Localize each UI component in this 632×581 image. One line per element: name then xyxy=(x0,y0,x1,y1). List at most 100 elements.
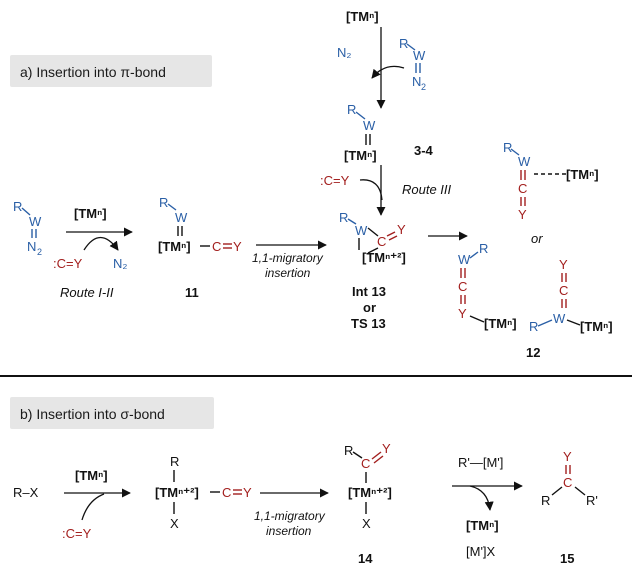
route-i-ii-label: Route I-II xyxy=(60,285,114,300)
c11-c: C xyxy=(212,239,221,254)
b-int-c: C xyxy=(222,485,231,500)
c15-cr-bond xyxy=(574,486,586,496)
left-diazo-n: N xyxy=(27,239,36,254)
route-iii-cy: :C=Y xyxy=(320,173,350,188)
b-step1-tm: [TMⁿ] xyxy=(75,468,108,483)
route-i-n2: N₂ xyxy=(113,256,127,271)
top-n2: N₂ xyxy=(337,45,351,60)
b-tm-release-curve xyxy=(469,485,494,511)
p12c-c: C xyxy=(559,283,568,298)
p12b-y-tm-bond xyxy=(469,315,485,323)
p12a-r: R xyxy=(503,140,512,155)
rx-label: R–X xyxy=(13,485,39,500)
panel-b-header-box xyxy=(10,397,214,429)
p12c-w-tm-bond xyxy=(566,319,581,326)
p12c-rw-bond xyxy=(537,319,553,327)
int13-c-tm-bond xyxy=(367,247,379,254)
left-diazo-rw-bond xyxy=(21,207,31,216)
int13-tm: [TMⁿ⁺²] xyxy=(362,250,406,265)
c11-y: Y xyxy=(233,239,242,254)
p12a-y: Y xyxy=(518,207,527,222)
c11-r: R xyxy=(159,195,168,210)
b-cy: :C=Y xyxy=(62,526,92,541)
n2-release-curve xyxy=(371,65,405,79)
label-14: 14 xyxy=(358,551,373,566)
int13-r: R xyxy=(339,210,348,225)
b-reagent: R'—[M'] xyxy=(458,455,503,470)
carbene34-rw-bond xyxy=(355,111,366,120)
b-int-x: X xyxy=(170,516,179,531)
c11-tm: [TMⁿ] xyxy=(158,239,191,254)
p12b-w: W xyxy=(458,252,471,267)
migratory-a-line1: 1,1-migratory xyxy=(252,251,324,265)
b-tm-released: [TMⁿ] xyxy=(466,518,499,533)
c14-x: X xyxy=(362,516,371,531)
c14-y: Y xyxy=(382,441,391,456)
left-diazo-w: W xyxy=(29,214,42,229)
p12b-wr-bond xyxy=(469,251,479,259)
p12a-rw-bond xyxy=(510,148,520,156)
p12a-w: W xyxy=(518,154,531,169)
int13-rw-bond xyxy=(347,218,357,225)
top-diazo-n-sub: 2 xyxy=(421,82,426,92)
top-diazo-rw-bond xyxy=(406,43,416,51)
route-iii-curve xyxy=(359,179,383,201)
p12b-r: R xyxy=(479,241,488,256)
top-diazo-r: R xyxy=(399,36,408,51)
b-migratory-line1: 1,1-migratory xyxy=(254,509,326,523)
left-diazo-r: R xyxy=(13,199,22,214)
panel-b-header: b) Insertion into σ-bond xyxy=(20,406,165,422)
p12c-r: R xyxy=(529,319,538,334)
route-iii-label: Route III xyxy=(402,182,452,197)
b-int-r: R xyxy=(170,454,179,469)
left-diazo-n-sub: 2 xyxy=(37,247,42,257)
label-11: 11 xyxy=(185,285,199,300)
int13-w-c-bond xyxy=(367,227,379,237)
p12a-c: C xyxy=(518,181,527,196)
route-i-tm-label: [TMⁿ] xyxy=(74,206,107,221)
b-cy-curve xyxy=(81,493,105,521)
c15-rc-bond xyxy=(551,486,563,496)
route-i-cy: :C=Y xyxy=(53,256,83,271)
b-int-tm: [TMⁿ⁺²] xyxy=(155,485,199,500)
route-i-curve xyxy=(83,236,119,251)
int13-label: Int 13 xyxy=(352,284,386,299)
label-15: 15 xyxy=(560,551,574,566)
b-int-y: Y xyxy=(243,485,252,500)
p12a-tm: [TMⁿ] xyxy=(566,167,599,182)
top-tm-label: [TMⁿ] xyxy=(346,9,379,24)
p12b-c: C xyxy=(458,279,467,294)
int13-y: Y xyxy=(397,222,406,237)
p12c-y: Y xyxy=(559,257,568,272)
int13-w: W xyxy=(355,223,368,238)
int13-c: C xyxy=(377,234,386,249)
int13-cy-bond-a xyxy=(386,231,396,237)
c11-w: W xyxy=(175,210,188,225)
c11-rw-bond xyxy=(167,203,177,211)
c14-cy-b xyxy=(373,455,384,464)
top-diazo-n: N xyxy=(412,74,421,89)
label-12: 12 xyxy=(526,345,540,360)
panel-a-header: a) Insertion into π-bond xyxy=(20,64,166,80)
b-migratory-line2: insertion xyxy=(266,524,312,538)
c14-cy-a xyxy=(371,451,382,460)
c15-y: Y xyxy=(563,449,572,464)
p12b-y: Y xyxy=(458,306,467,321)
carbene34-w: W xyxy=(363,118,376,133)
carbene34-r: R xyxy=(347,102,356,117)
c14-rc-bond xyxy=(352,451,363,459)
c14-tm: [TMⁿ⁺²] xyxy=(348,485,392,500)
int13-or: or xyxy=(363,300,376,315)
c14-c: C xyxy=(361,456,370,471)
carbene34-tm: [TMⁿ] xyxy=(344,148,377,163)
label-3-4: 3-4 xyxy=(414,143,434,158)
c15-c: C xyxy=(563,475,572,490)
c14-r: R xyxy=(344,443,353,458)
p12c-w: W xyxy=(553,311,566,326)
b-mx: [M']X xyxy=(466,544,496,559)
p12b-tm: [TMⁿ] xyxy=(484,316,517,331)
ts13-label: TS 13 xyxy=(351,316,386,331)
p12-or: or xyxy=(531,231,543,246)
p12c-tm: [TMⁿ] xyxy=(580,319,613,334)
